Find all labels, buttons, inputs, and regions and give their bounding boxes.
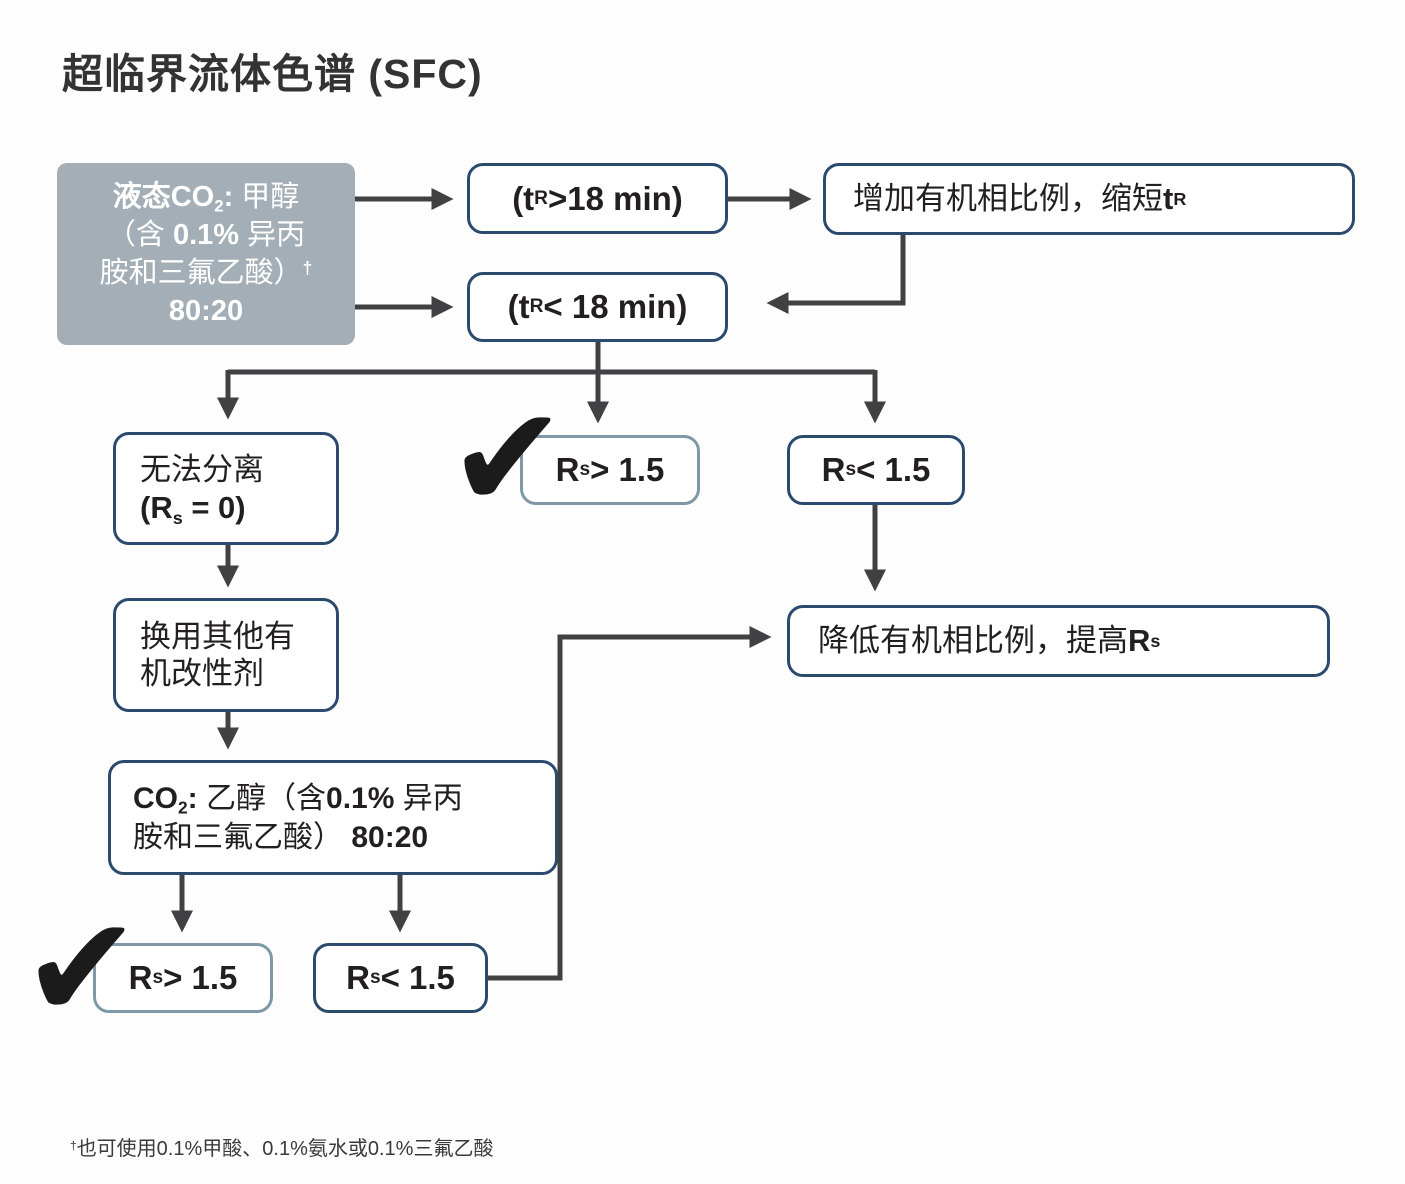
node-no-separation: 无法分离 (Rs = 0) [113,432,339,545]
node-line: 无法分离 [140,452,264,488]
node-line: 胺和三氟乙酸） 80:20 [133,820,429,854]
arrow-increase-to-trlt [766,235,906,315]
node-line: CO2: 乙醇（含0.1% 异丙 [133,781,463,818]
node-line: （含 0.1% 异丙 [106,219,306,251]
node-liquid-co2-methanol: 液态CO2: 甲醇 （含 0.1% 异丙 胺和三氟乙酸）† 80:20 [57,163,355,345]
node-line: (Rs = 0) [140,489,246,528]
footnote-dagger: † [70,1138,77,1153]
node-line: 80:20 [168,295,244,327]
node-line: 机改性剂 [140,656,264,691]
node-co2-ethanol: CO2: 乙醇（含0.1% 异丙 胺和三氟乙酸） 80:20 [108,760,558,875]
checkmark-icon: ✔ [22,886,141,1051]
arrow-rslt-bottom-to-decrease [488,625,772,981]
checkmark-icon: ✔ [448,376,567,541]
page-title: 超临界流体色谱 (SFC) [62,51,483,97]
node-line: 液态CO2: 甲醇 [112,181,300,216]
footnote: †也可使用0.1%甲酸、0.1%氨水或0.1%三氟乙酸 [70,1138,494,1160]
node-line: 换用其他有 [140,618,295,654]
node-line: 胺和三氟乙酸）† [99,257,313,289]
node-switch-organic-modifier: 换用其他有 机改性剂 [113,598,339,712]
